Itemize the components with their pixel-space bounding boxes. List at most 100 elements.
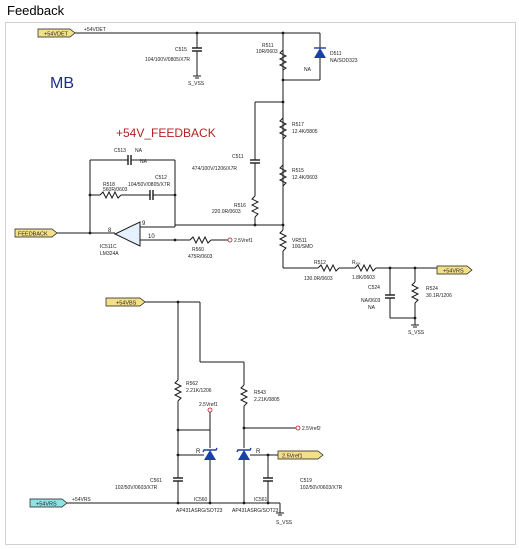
r562-ref: R562 [186,381,198,387]
port-feedback: FEEDBACK [14,228,58,238]
r511-value: 10R/0603 [256,49,278,55]
ic561-ref: IC561 [254,497,268,503]
port-vbs: +54VBS [105,297,146,307]
d511-value: NA/SOD323 [330,58,358,64]
net-vref1-a: 2.5Vref1 [234,238,253,244]
r524-ref: R524 [426,286,438,292]
c519-value: 102/50V/0603/X7R [300,485,343,491]
port-vdet-label: +54VDET [44,32,69,38]
schematic-frame [5,22,516,545]
port-vref-out: 2.5Vref1 [277,450,324,460]
page-title: Feedback [7,3,65,18]
port-vrs-label: +54VRS [36,502,57,508]
c519-ref: C519 [300,478,312,484]
c524-value: NA/0603 [361,298,381,304]
resistor-rvar [354,263,437,273]
port-vrs-out: +54VRS [436,265,473,275]
r512-ref: R512 [314,260,326,266]
vbs-rail [145,300,245,385]
r517-value: 12.4K/0805 [292,129,318,135]
ic511c-pin-inv: 9 [142,221,146,227]
ic511c-pin-out: 8 [108,228,112,234]
c511-ref: C511 [232,154,244,160]
c515-ref: C515 [175,47,187,53]
diode-d511 [281,45,326,82]
r516-value: 220.0R/0603 [212,209,241,215]
r560-value: 475R/0603 [188,254,213,260]
opamp-ic511c: 9 10 8 [57,221,190,247]
r560-ref: R560 [192,247,204,253]
r518-ref: R518 [103,182,115,188]
c561-value: 102/50V/0603/X7R [115,485,158,491]
ic560-pin-r: R [196,449,201,455]
r511-ref: R511 [262,43,274,49]
net-p54vrs: +54VRS [72,497,91,503]
resistor-r560 [173,235,233,245]
resistor-r511 [278,49,288,71]
cap-c515 [192,33,202,79]
testpoint-vref2 [242,425,301,431]
c512-ref: C512 [155,175,167,181]
vr511-ref: VR511 [292,238,307,244]
cap-c561 [173,430,183,503]
rvar-value: 1.8K/0603 [352,275,375,281]
resistor-r516 [175,195,285,227]
r516-ref: R516 [234,203,246,209]
resistor-r517 [278,117,288,140]
net-gnd1: S_VSS [188,81,205,87]
c513-ref: C513 [114,148,126,154]
wire-c511 [250,100,285,196]
ic561-value: AP431ASRG/SOT23 [232,508,279,514]
net-vref2: 2.5Vref2 [302,426,321,432]
c515-value: 104/100V/0805/X7R [145,57,190,63]
testpoint-vref1 [176,407,213,432]
ic560-ref: IC560 [194,497,208,503]
c524-ref: C524 [368,285,380,291]
shunt-ic561: R [236,428,278,482]
ic560-value: AP431ASRG/SOT23 [176,508,223,514]
r543-ref: R543 [254,390,266,396]
r543-value: 2.21K/0805 [254,397,280,403]
net-p54vdet: +54VDET [84,27,106,33]
port-feedback-label: FEEDBACK [18,232,48,238]
cap-c519 [263,455,273,503]
c512-value: 104/50V/0805/X7R [128,182,171,188]
port-vrs-out-label: +54VRS [443,269,464,275]
port-vrs: +54VRS [29,498,68,508]
c561-ref: C561 [150,478,162,484]
net-gnd3: S_VSS [276,520,293,526]
r524-value: 30.1R/1206 [426,293,452,299]
resistor-r515 [278,164,288,187]
net-gnd2: S_VSS [408,330,425,336]
shunt-ic560: R [176,430,218,482]
pot-vr511 [278,229,318,269]
resistor-r562 [173,379,183,430]
ic511c-ref: IC511C [100,244,117,250]
r512-value: 130.0R/0603 [304,276,333,282]
block-label: MB [50,75,74,92]
c511-value: 474/100V/1206/X7R [192,166,237,172]
resistor-r543 [239,384,249,428]
feedback-network [88,155,177,235]
r515-value: 12.4K/0603 [292,175,318,181]
ic561-pin-r: R [256,449,261,455]
rvar-ref: Rₓₓₓ [352,260,361,266]
c524-value2: NA [368,305,376,311]
net-vref1-b: 2.5Vref1 [199,402,218,408]
r515-ref: R515 [292,168,304,174]
ic511c-pin-ni: 10 [148,234,155,240]
ic511c-value: LM324A [100,251,119,257]
c513-value2: NA [140,159,148,165]
r562-value: 2.21K/1206 [186,388,212,394]
vr511-value: 100/SMD [292,244,313,250]
port-vdet: +54VDET [37,28,76,38]
section-label: +54V_FEEDBACK [116,126,216,140]
c513-value: NA [135,148,143,154]
resistor-r512 [317,263,355,273]
r511-na: NA [304,67,312,73]
vrs-rail [67,482,284,516]
r518-value: 560R/0603 [103,187,128,193]
port-vref-out-label: 2.5Vref1 [282,454,303,460]
d511-ref: D511 [330,51,342,57]
